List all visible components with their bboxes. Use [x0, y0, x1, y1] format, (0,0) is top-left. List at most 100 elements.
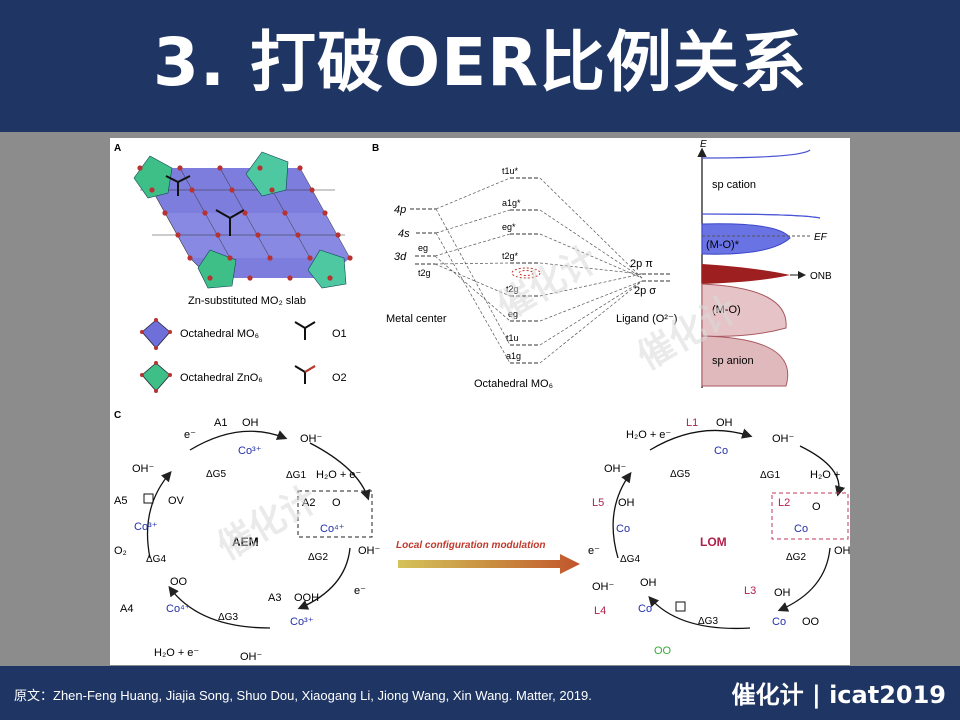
lom-e-left: e⁻ — [588, 545, 600, 557]
lom-cycle — [612, 428, 846, 630]
energy-axis: E — [700, 139, 707, 150]
aem-a4-co: Co⁴⁺ — [166, 603, 191, 615]
lom-l2-o: O — [812, 501, 821, 513]
aem-cycle — [146, 430, 371, 629]
o1-symbol — [294, 321, 316, 340]
aem-oh-a2: OH⁻ — [358, 545, 381, 557]
level-4p: 4p — [394, 204, 406, 216]
title-bar: 3. 打破OER比例关系 — [0, 0, 960, 132]
legend-zno6-icon — [140, 361, 172, 393]
lom-l5: L5 — [592, 497, 604, 509]
aem-a2: A2 — [302, 497, 315, 509]
aem-a3: A3 — [268, 592, 281, 604]
mo-title: Octahedral MO₆ — [474, 378, 553, 390]
aem-oh-left: OH⁻ — [132, 463, 155, 475]
lom-dg5: ΔG5 — [670, 469, 690, 480]
aem-a5: A5 — [114, 495, 127, 507]
aem-a4-oo: OO — [170, 576, 188, 588]
aem-e-top: e⁻ — [184, 429, 196, 441]
aem-a1: A1 — [214, 417, 227, 429]
lom-l3-oh: OH — [774, 587, 791, 599]
legend-o1-text: O1 — [332, 328, 347, 340]
aem-oh-bottom: OH⁻ — [240, 651, 263, 663]
lom-h2o-right: H₂O + — [810, 469, 840, 481]
aem-dg5: ΔG5 — [206, 469, 226, 480]
lom-oo-bottom: OO — [654, 645, 672, 657]
band-mo-star: (M-O)* — [706, 239, 740, 251]
lom-l3-oo: OO — [802, 616, 820, 628]
aem-a5-co: Co³⁺ — [134, 521, 158, 533]
metal-center-label: Metal center — [386, 313, 447, 325]
mo-t1u: t1u — [506, 333, 519, 343]
aem-dg1: ΔG1 — [286, 470, 306, 481]
aem-a2-box — [297, 490, 373, 538]
panel-c-label: C — [114, 410, 121, 421]
aem-a1-oh: OH — [242, 417, 259, 429]
figure-panel: A Zn-substituted MO₂ slab — [110, 138, 850, 665]
lom-l4: L4 — [594, 605, 606, 617]
lom-oh-l4: OH⁻ — [592, 581, 615, 593]
ligand-2p-sigma: 2p σ — [634, 285, 656, 297]
mo-a1g-star: a1g* — [502, 198, 521, 208]
lom-l5-co: Co — [616, 523, 630, 535]
lom-vacancy — [675, 601, 686, 612]
band-mo: (M-O) — [712, 304, 741, 316]
legend-zno6-text: Octahedral ZnO₆ — [180, 372, 263, 384]
lom-dg2: ΔG2 — [786, 552, 806, 563]
band-ef: EF — [814, 232, 828, 243]
lom-l4-oh: OH — [640, 577, 657, 589]
level-3d: 3d — [394, 251, 407, 263]
citation: 原文：Zhen-Feng Huang, Jiajia Song, Shuo Do… — [14, 688, 592, 703]
figure-svg: A Zn-substituted MO₂ slab — [114, 139, 850, 663]
lom-oh-l2: OH⁻ — [834, 545, 850, 557]
mo-eg-star: eg* — [502, 222, 516, 232]
aem-a2-o: O — [332, 497, 341, 509]
aem-a2-co: Co⁴⁺ — [320, 523, 345, 535]
panel-b-label: B — [372, 143, 379, 154]
aem-a3-co: Co³⁺ — [290, 616, 314, 628]
mo-diagram — [410, 177, 670, 364]
panel-a-label: A — [114, 143, 121, 154]
legend-mo6-icon — [140, 318, 172, 350]
mo-a1g: a1g — [506, 351, 521, 361]
modulation-arrow — [398, 554, 580, 574]
brand-logo: 催化计 | icat2019 — [731, 681, 946, 709]
lom-l1-oh: OH — [716, 417, 733, 429]
slab-caption: Zn-substituted MO₂ slab — [188, 295, 306, 307]
aem-dg3: ΔG3 — [218, 612, 238, 623]
lom-oh-left: OH⁻ — [604, 463, 627, 475]
band-sp-cation: sp cation — [712, 179, 756, 191]
level-4s: 4s — [398, 228, 410, 240]
aem-center: AEM — [232, 535, 259, 549]
lom-l1-co: Co — [714, 445, 728, 457]
footer-bar: 原文：Zhen-Feng Huang, Jiajia Song, Shuo Do… — [0, 666, 960, 720]
aem-a1-co: Co³⁺ — [238, 445, 262, 457]
lom-l3-co: Co — [772, 616, 786, 628]
lom-dg3: ΔG3 — [698, 616, 718, 627]
band-onb: ONB — [810, 271, 832, 282]
aem-o2: O₂ — [114, 545, 127, 557]
band-sp-anion: sp anion — [712, 355, 754, 367]
mo-t2g: t2g — [506, 284, 519, 294]
aem-oh-right: OH⁻ — [300, 433, 323, 445]
legend-mo6-text: Octahedral MO₆ — [180, 328, 259, 340]
mo-t1u-star: t1u* — [502, 166, 519, 176]
lom-l2-box — [771, 492, 849, 540]
aem-h2o: H₂O + e⁻ — [316, 469, 361, 481]
aem-dg2: ΔG2 — [308, 552, 328, 563]
lom-center: LOM — [700, 535, 727, 549]
aem-a4: A4 — [120, 603, 133, 615]
ligand-label: Ligand (O²⁻) — [616, 313, 677, 325]
lom-dg1: ΔG1 — [760, 470, 780, 481]
mo-t2g-star: t2g* — [502, 251, 519, 261]
modulation-label: Local configuration modulation — [396, 540, 545, 551]
lom-l5-oh: OH — [618, 497, 635, 509]
aem-e-a2: e⁻ — [354, 585, 366, 597]
level-eg: eg — [418, 243, 428, 253]
lom-l1: L1 — [686, 417, 698, 429]
slab-structure — [133, 151, 353, 289]
aem-vacancy — [143, 493, 154, 504]
lom-l3: L3 — [744, 585, 756, 597]
lom-oh-right: OH⁻ — [772, 433, 795, 445]
aem-a5-ov: OV — [168, 495, 185, 507]
